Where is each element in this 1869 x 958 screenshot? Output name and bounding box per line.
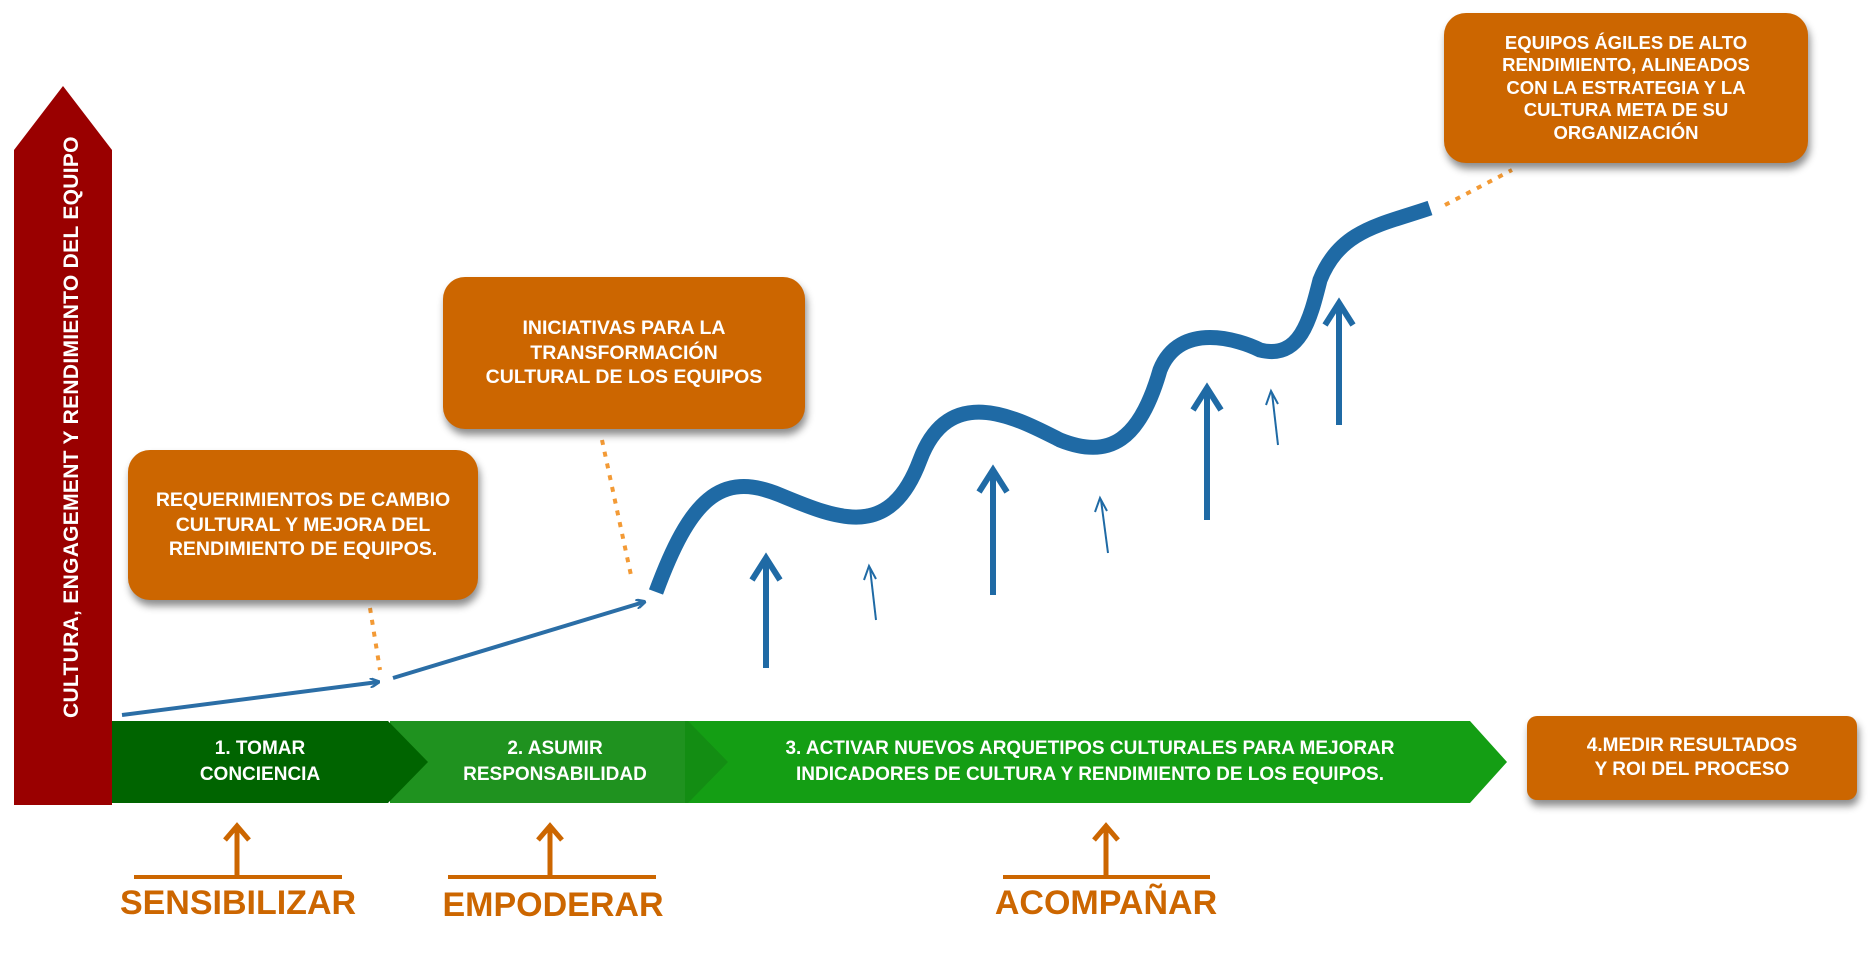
thin-up-arrow-2 xyxy=(1094,495,1109,554)
step-1-label: 1. TOMAR CONCIENCIA xyxy=(199,738,321,785)
rising-arrow-1 xyxy=(121,682,378,717)
dotted-connector-2 xyxy=(600,439,634,581)
thick-up-arrow-1 xyxy=(749,552,783,668)
acompanar-pointer xyxy=(1003,822,1210,879)
empoderar-pointer xyxy=(448,822,656,879)
step-4-box: 4.MEDIR RESULTADOS Y ROI DEL PROCESO xyxy=(1527,716,1857,800)
step-3-label: 3. ACTIVAR NUEVOS ARQUETIPOS CULTURALES … xyxy=(785,738,1395,785)
box-equipos-agiles: EQUIPOS ÁGILES DE ALTO RENDIMIENTO, ALIN… xyxy=(1444,13,1808,163)
vertical-axis-label: CULTURA, ENGAGEMENT Y RENDIMIENTO DEL EQ… xyxy=(60,136,83,718)
growth-wave-curve xyxy=(648,200,1433,595)
step-2-chevron xyxy=(390,721,728,803)
step-1-chevron xyxy=(112,721,428,803)
step-3-chevron xyxy=(685,721,1507,803)
label-sensibilizar: SENSIBILIZAR xyxy=(119,884,357,922)
label-empoderar: EMPODERAR xyxy=(442,886,664,924)
thin-up-arrow-1 xyxy=(863,563,877,621)
thick-up-arrow-2 xyxy=(976,464,1010,595)
label-acompanar: ACOMPAÑAR xyxy=(994,884,1218,922)
vertical-axis-arrow xyxy=(14,86,112,805)
thin-up-arrow-3 xyxy=(1265,388,1279,446)
sensibilizar-pointer xyxy=(134,822,342,879)
box-requerimientos: REQUERIMIENTOS DE CAMBIO CULTURAL Y MEJO… xyxy=(128,450,478,600)
dotted-connector-3 xyxy=(1444,168,1513,207)
rising-arrow-2 xyxy=(392,602,644,680)
thick-up-arrow-3 xyxy=(1190,382,1224,520)
box-iniciativas: INICIATIVAS PARA LA TRANSFORMACIÓN CULTU… xyxy=(443,277,805,429)
dotted-connector-1 xyxy=(368,607,382,671)
thick-up-arrow-4 xyxy=(1322,297,1356,425)
step-2-label: 2. ASUMIR RESPONSABILIDAD xyxy=(463,738,647,785)
